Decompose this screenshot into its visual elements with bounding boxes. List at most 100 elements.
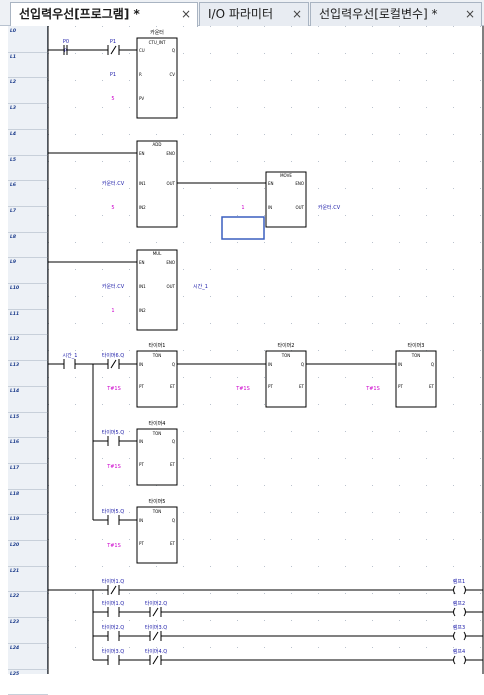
pin-label: IN2 <box>139 205 146 210</box>
selection-cursor[interactable] <box>221 216 265 240</box>
timer-rung[interactable]: 시간_1 타이머6.Q 타이머1 TON IN PT Q ET T#1S 타이머… <box>48 342 437 564</box>
output-variable: 시간_1 <box>193 283 208 290</box>
fb-instance-label: 타이머5 <box>149 498 166 505</box>
row-number: L23 <box>10 620 20 626</box>
fb-type: TON <box>281 353 291 358</box>
row-divider <box>8 385 48 387</box>
pin-label: CU <box>139 48 145 53</box>
fb-instance-label: 타이머4 <box>149 420 166 427</box>
fb-type: ADD <box>153 142 162 147</box>
ladder-diagram[interactable]: P0 P P1 카운터 CTU_INT CU R PV Q CV P1 5 AD… <box>0 26 484 674</box>
contact-negation <box>152 631 159 641</box>
tab-program[interactable]: 선입력우선[프로그램] * × <box>10 2 198 27</box>
output-rungs[interactable]: 타이머1.Q 램프1 타이머1.Q 타이머2.Q 램프2 타이머2.Q <box>48 578 483 665</box>
contact-negation <box>152 655 159 665</box>
row-divider <box>8 154 48 156</box>
row-divider <box>8 128 48 130</box>
pin-label: PT <box>139 384 144 389</box>
row-number: L2 <box>10 80 16 86</box>
pin-label: CV <box>169 72 175 77</box>
fb-type: MOVE <box>280 173 292 178</box>
tab-io-parameter[interactable]: I/O 파라미터 × <box>199 2 309 26</box>
pin-label: ET <box>170 384 176 389</box>
row-number: L12 <box>10 337 20 343</box>
pin-label: EN <box>139 151 145 156</box>
row-number: L15 <box>10 414 20 420</box>
pin-label: EN <box>139 260 145 265</box>
row-number: L18 <box>10 491 20 497</box>
pin-label: Q <box>172 362 175 367</box>
row-number: L13 <box>10 363 20 369</box>
pin-label: IN <box>139 518 143 523</box>
timer-preset: T#1S <box>365 386 380 392</box>
row-number: L0 <box>10 29 16 34</box>
input-constant: 1 <box>241 205 244 211</box>
mul-block[interactable]: MUL EN IN1 IN2 ENO OUT 카운터.CV 1 시간_1 <box>48 249 208 331</box>
contact-start-label: 시간_1 <box>63 352 78 359</box>
close-icon[interactable]: × <box>180 7 191 21</box>
pin-label: IN <box>268 362 272 367</box>
contact-t5a-label: 타이머5.Q <box>102 429 125 436</box>
input-variable: 카운터.CV <box>102 283 125 290</box>
pin-label: PT <box>398 384 403 389</box>
fb-instance-label: 타이머1 <box>149 342 166 349</box>
fb-type: MUL <box>153 251 162 256</box>
fb-box[interactable] <box>136 37 178 119</box>
row-divider <box>8 283 48 284</box>
pin-label: ET <box>299 384 305 389</box>
coil-lamp2 <box>453 607 466 617</box>
row-divider <box>8 462 48 464</box>
contact-label: 타이머3.Q <box>102 648 125 655</box>
fb-type: TON <box>152 353 162 358</box>
row-divider <box>8 308 48 310</box>
move-block[interactable]: MOVE EN IN ENO OUT 1 카운터.CV <box>221 171 341 240</box>
row-divider <box>8 360 48 362</box>
row-divider <box>8 334 48 336</box>
row-divider <box>8 411 48 413</box>
row-divider <box>8 231 48 233</box>
row-number: L6 <box>10 183 16 189</box>
timer5-box[interactable] <box>136 506 178 564</box>
output-variable: 카운터.CV <box>318 204 341 211</box>
timer3-box[interactable] <box>395 350 437 408</box>
row-number: L20 <box>10 543 20 548</box>
close-icon[interactable]: × <box>464 7 475 21</box>
pin-label: ENO <box>166 260 175 265</box>
pin-label: Q <box>172 439 175 444</box>
timer1-box[interactable] <box>136 350 178 408</box>
contact-negation <box>110 585 117 595</box>
pin-label: ET <box>170 541 176 546</box>
row-divider <box>8 437 48 439</box>
row-divider <box>8 642 48 644</box>
pin-label: IN1 <box>139 181 146 186</box>
row-divider <box>8 565 48 567</box>
pin-label: Q <box>301 362 304 367</box>
pin-label: PT <box>139 462 144 467</box>
close-icon[interactable]: × <box>291 7 302 21</box>
fb-box[interactable] <box>265 171 307 228</box>
input-constant: 1 <box>111 308 114 314</box>
row-divider <box>8 257 48 259</box>
contact-t6-negation <box>110 359 117 369</box>
pin-label: PT <box>268 384 273 389</box>
coil-label: 램프1 <box>453 578 465 585</box>
tab-local-variables[interactable]: 선입력우선[로컬변수] * × <box>310 2 482 26</box>
row-number: L5 <box>10 157 16 163</box>
add-block[interactable]: ADD EN IN1 IN2 ENO OUT 카운터.CV 5 <box>48 140 266 228</box>
row-divider <box>8 514 48 516</box>
ctu-counter-block[interactable]: P0 P P1 카운터 CTU_INT CU R PV Q CV P1 5 <box>48 29 178 119</box>
timer4-box[interactable] <box>136 428 178 486</box>
fb-box[interactable] <box>136 249 178 331</box>
row-number: L7 <box>10 208 16 214</box>
row-divider <box>8 51 48 53</box>
input-variable: P1 <box>110 72 116 78</box>
contact-t5b-label: 타이머5.Q <box>102 508 125 515</box>
pin-label: ENO <box>166 151 175 156</box>
input-constant: 5 <box>111 96 114 102</box>
coil-lamp4 <box>453 655 466 665</box>
fb-box[interactable] <box>136 140 178 228</box>
tab-local-variables-label: 선입력우선[로컬변수] * <box>319 7 438 21</box>
timer2-box[interactable] <box>265 350 307 408</box>
